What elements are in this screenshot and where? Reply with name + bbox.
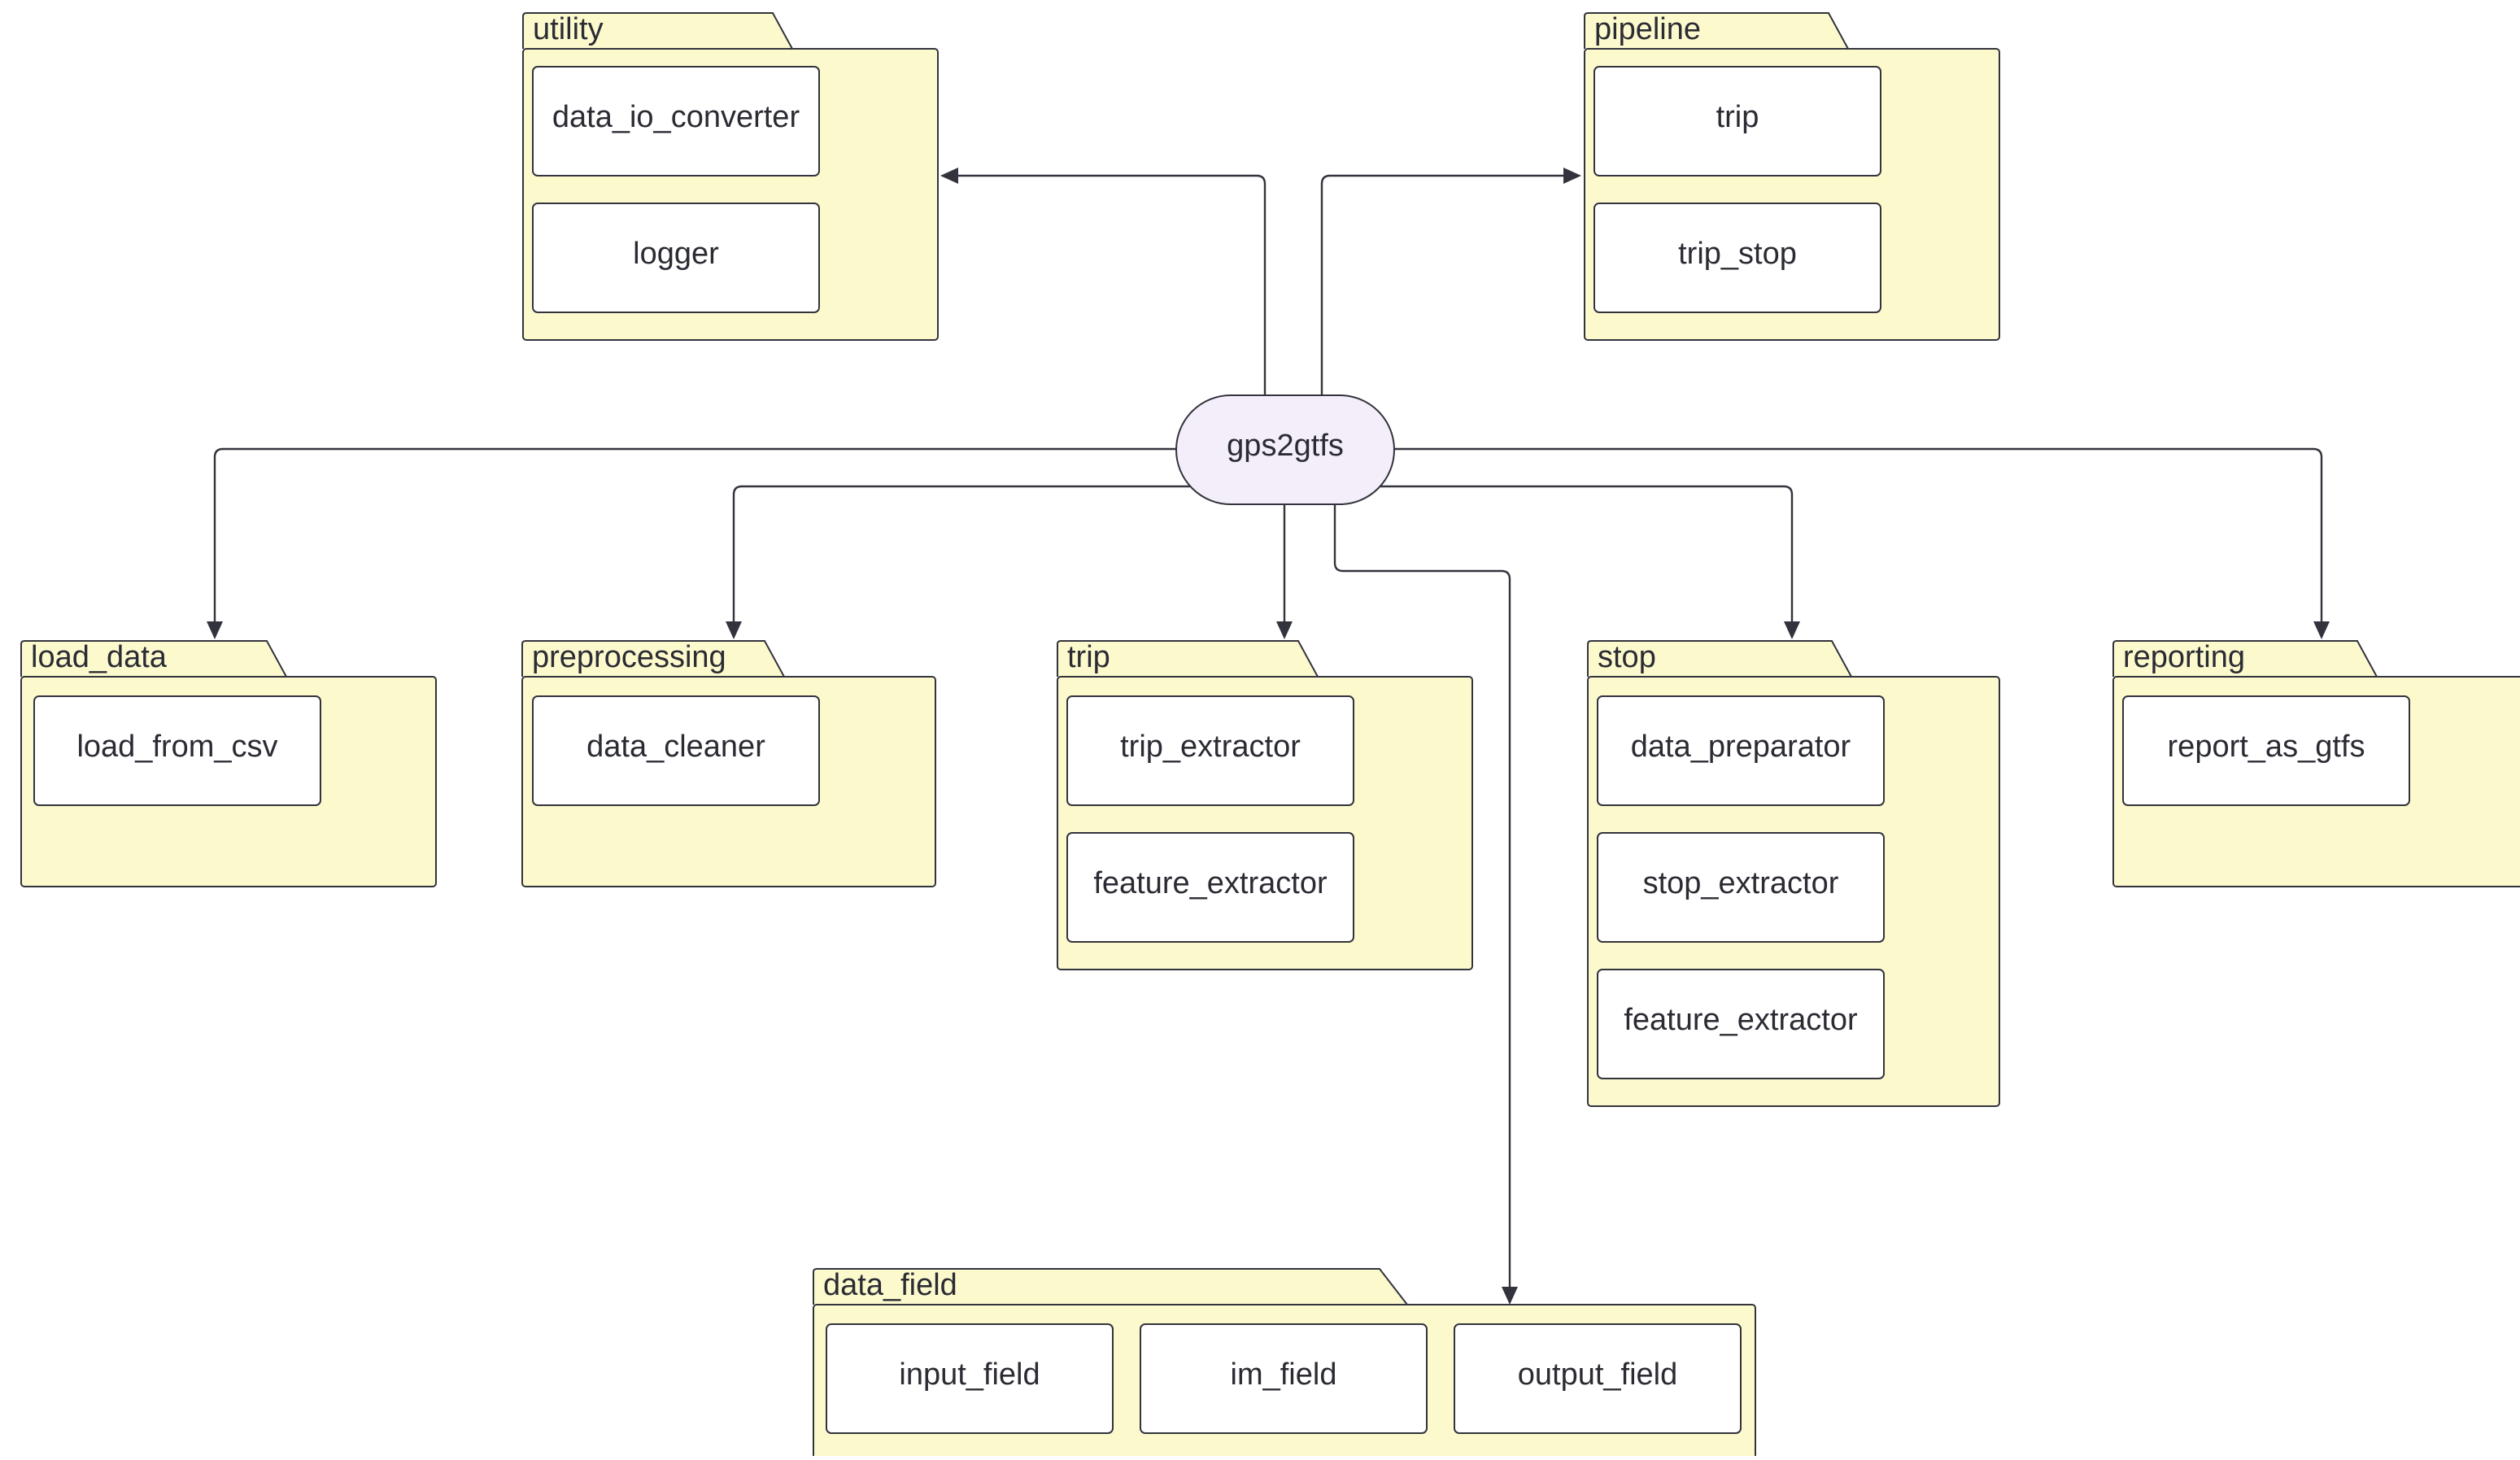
module-label: trip_stop <box>1678 237 1797 271</box>
module-label: im_field <box>1231 1358 1337 1392</box>
root-label: gps2gtfs <box>1227 429 1344 463</box>
module-data_io_converter[interactable]: data_io_converter <box>532 66 820 177</box>
arrowhead-trip <box>1276 621 1293 639</box>
edge-gps2gtfs-load_data <box>213 447 1176 625</box>
module-report_as_gtfs[interactable]: report_as_gtfs <box>2122 695 2410 806</box>
module-label: input_field <box>899 1358 1040 1392</box>
arrowhead-load_data <box>207 621 223 639</box>
package-trip: trip trip_extractor feature_extractor <box>1057 640 1473 970</box>
package-stop: stop data_preparator stop_extractor feat… <box>1587 640 2000 1107</box>
package-title: stop <box>1598 640 1656 674</box>
package-title: utility <box>533 12 604 46</box>
edge-gps2gtfs-stop <box>1378 485 1794 625</box>
edge-gps2gtfs-pipeline <box>1320 174 1568 395</box>
module-label: output_field <box>1518 1358 1678 1392</box>
module-load_from_csv[interactable]: load_from_csv <box>33 695 321 806</box>
package-load_data: load_data load_from_csv <box>20 640 437 887</box>
arrowhead-preprocessing <box>726 621 742 639</box>
module-label: report_as_gtfs <box>2168 730 2365 764</box>
arrowhead-stop <box>1784 621 1800 639</box>
module-label: stop_extractor <box>1643 866 1839 900</box>
package-reporting: reporting report_as_gtfs <box>2112 640 2520 887</box>
package-pipeline: pipeline trip trip_stop <box>1584 12 2000 341</box>
module-trip_extractor[interactable]: trip_extractor <box>1066 695 1354 806</box>
package-title: pipeline <box>1594 12 1701 46</box>
package-title: data_field <box>823 1268 957 1302</box>
package-preprocessing: preprocessing data_cleaner <box>521 640 936 887</box>
module-logger[interactable]: logger <box>532 203 820 313</box>
arrowhead-reporting <box>2313 621 2330 639</box>
arrowhead-data_field <box>1502 1287 1518 1305</box>
module-label: data_preparator <box>1631 730 1851 764</box>
module-data_preparator[interactable]: data_preparator <box>1597 695 1885 806</box>
edge-gps2gtfs-utility <box>953 174 1267 395</box>
module-input_field[interactable]: input_field <box>826 1323 1114 1434</box>
module-label: trip <box>1716 100 1759 134</box>
root-node[interactable]: gps2gtfs <box>1175 394 1395 505</box>
module-stop_extractor[interactable]: stop_extractor <box>1597 832 1885 943</box>
module-feature_extractor[interactable]: feature_extractor <box>1066 832 1354 943</box>
edges <box>207 168 2330 1305</box>
package-title: load_data <box>31 640 168 674</box>
module-label: data_io_converter <box>552 100 800 134</box>
arrowhead-pipeline <box>1563 168 1581 184</box>
module-im_field[interactable]: im_field <box>1140 1323 1428 1434</box>
module-feature_extractor[interactable]: feature_extractor <box>1597 969 1885 1079</box>
edge-gps2gtfs-reporting <box>1394 447 2323 625</box>
module-trip_stop[interactable]: trip_stop <box>1594 203 1881 313</box>
module-label: load_from_csv <box>76 730 277 764</box>
module-label: trip_extractor <box>1120 730 1301 764</box>
module-label: feature_extractor <box>1624 1003 1858 1037</box>
module-label: data_cleaner <box>586 730 765 764</box>
package-utility: utility data_io_converter logger <box>522 12 939 341</box>
edge-gps2gtfs-data_field <box>1333 504 1511 1292</box>
arrowhead-utility <box>940 168 958 184</box>
edge-gps2gtfs-preprocessing <box>732 485 1192 625</box>
module-label: logger <box>633 237 719 271</box>
package-data_field: data_field input_field im_field output_f… <box>813 1268 1756 1460</box>
module-label: feature_extractor <box>1093 866 1328 900</box>
module-data_cleaner[interactable]: data_cleaner <box>532 695 820 806</box>
module-output_field[interactable]: output_field <box>1454 1323 1742 1434</box>
package-title: reporting <box>2123 640 2245 674</box>
module-trip[interactable]: trip <box>1594 66 1881 177</box>
package-title: trip <box>1067 640 1110 674</box>
package-title: preprocessing <box>532 640 726 674</box>
